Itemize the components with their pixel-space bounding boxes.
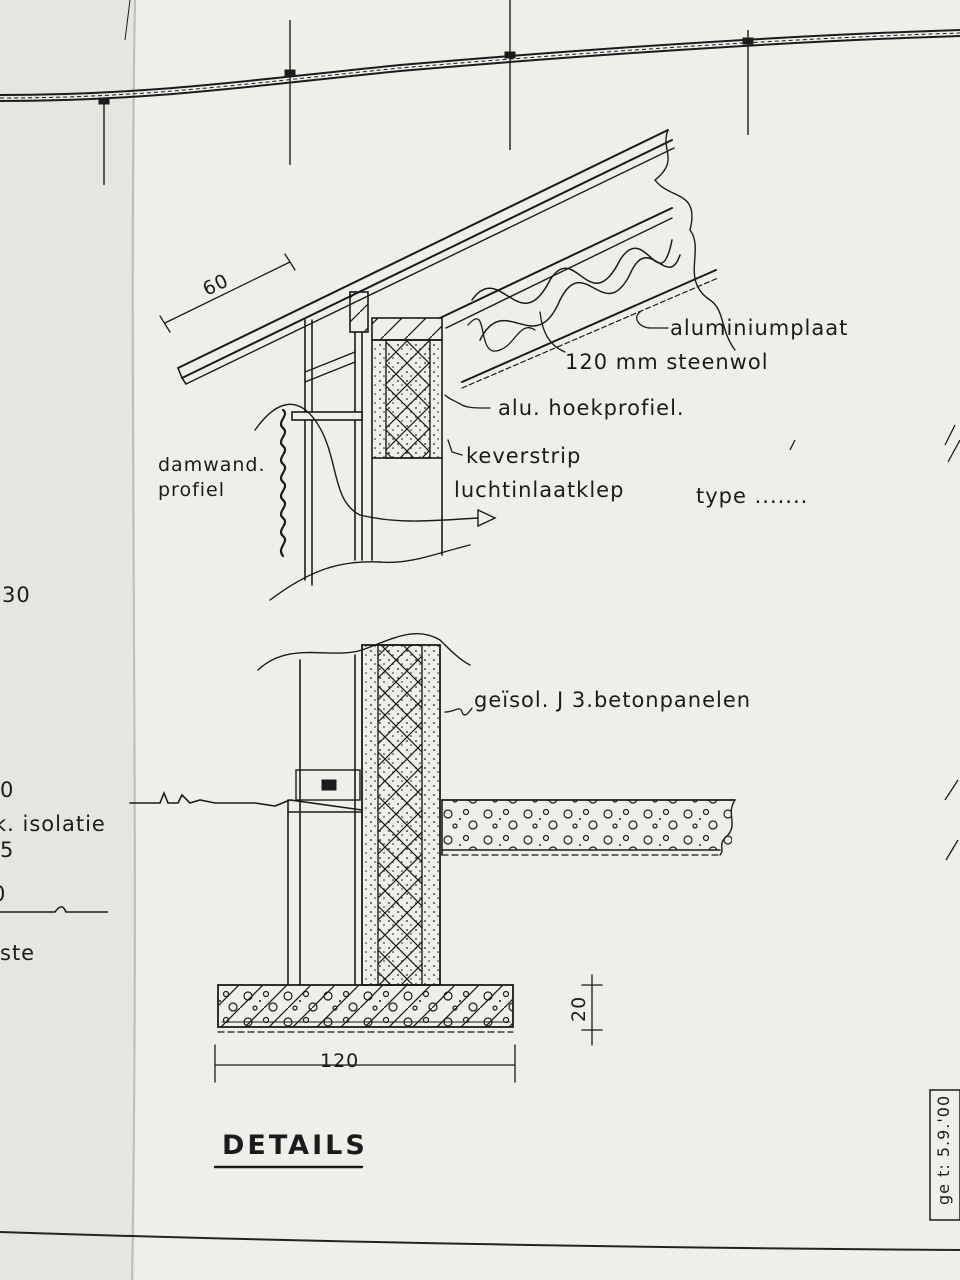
left-sheet-edge — [0, 0, 135, 1280]
margin-fragment-0: 0 — [0, 778, 15, 802]
damwand-label: damwand. — [158, 454, 266, 476]
margin-fragment-5: 5 — [0, 838, 15, 862]
drawing-title: DETAILS — [222, 1130, 368, 1161]
margin-fragment-d: 0 — [0, 884, 6, 905]
revision-stamp: ge t: 5.9.'00 — [934, 1094, 953, 1205]
betonpanelen-label: geïsol. J 3.betonpanelen — [474, 688, 752, 712]
roof-eaves-detail — [159, 129, 736, 601]
luchtinlaatklep-label: luchtinlaatklep — [454, 478, 625, 502]
keverstrip-label: keverstrip — [466, 444, 582, 468]
hoekprofiel-label: alu. hoekprofiel. — [498, 396, 685, 420]
aluminiumplaat-label: aluminiumplaat — [670, 316, 849, 340]
footing-width-dimension: 120 — [320, 1050, 360, 1072]
footing-height-dimension: 20 — [568, 995, 590, 1022]
margin-fragment-30: 30 — [2, 583, 31, 607]
margin-fragment-ste: ste — [0, 941, 36, 965]
profiel-label: profiel — [158, 479, 226, 501]
foundation-detail — [129, 632, 736, 1169]
margin-fragment-isolatie: k. isolatie — [0, 812, 106, 836]
top-roof-section — [0, 0, 960, 185]
steenwol-label: 120 mm steenwol — [565, 350, 769, 374]
type-label: type ....... — [696, 484, 809, 508]
